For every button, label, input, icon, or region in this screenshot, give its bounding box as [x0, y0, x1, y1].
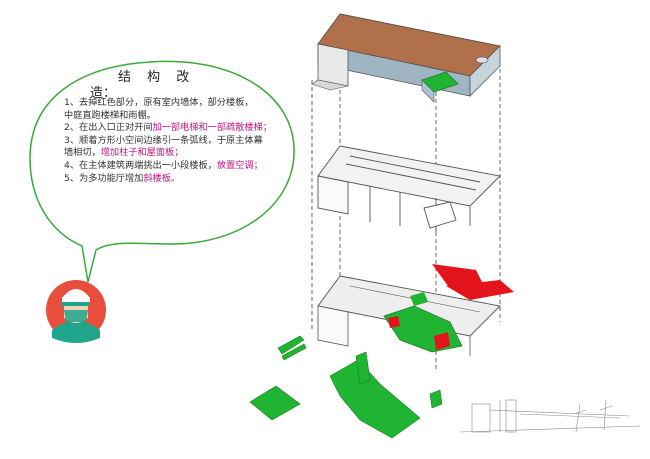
note-title: 结 构 改	[118, 70, 196, 85]
note-list: 1、去掉红色部分，原有室内墙体，部分楼板， 中庭直跑楼梯和雨棚。 2、在出入口正…	[64, 97, 294, 185]
doctor-avatar-icon	[46, 280, 106, 343]
note-item: 2、在出入口正对开间加一部电梯和一部疏散楼梯；	[64, 122, 272, 134]
layer-structure-frame	[317, 145, 501, 232]
note-item: 3、顺着方形小空间边缘引一条弧线，于原主体幕	[64, 134, 263, 146]
note-item: 5、为多功能厅增加斜楼板。	[64, 172, 181, 184]
speech-bubble	[29, 60, 295, 283]
note-item: 中庭直跑楼梯和雨棚。	[64, 109, 156, 121]
removed-parts	[432, 264, 514, 300]
note-item: 1、去掉红色部分，原有室内墙体，部分楼板，	[64, 97, 254, 108]
added-parts	[249, 335, 443, 439]
note-item: 4、在主体建筑两端挑出一小段楼板，放置空调；	[64, 159, 263, 171]
layer-existing-building	[311, 13, 502, 103]
note-title-cont: 造：	[90, 86, 117, 101]
layer-modified-structure	[317, 275, 501, 356]
note-item: 墙相切，增加柱子和屋面板；	[64, 147, 184, 159]
perspective-sketch	[459, 399, 641, 433]
